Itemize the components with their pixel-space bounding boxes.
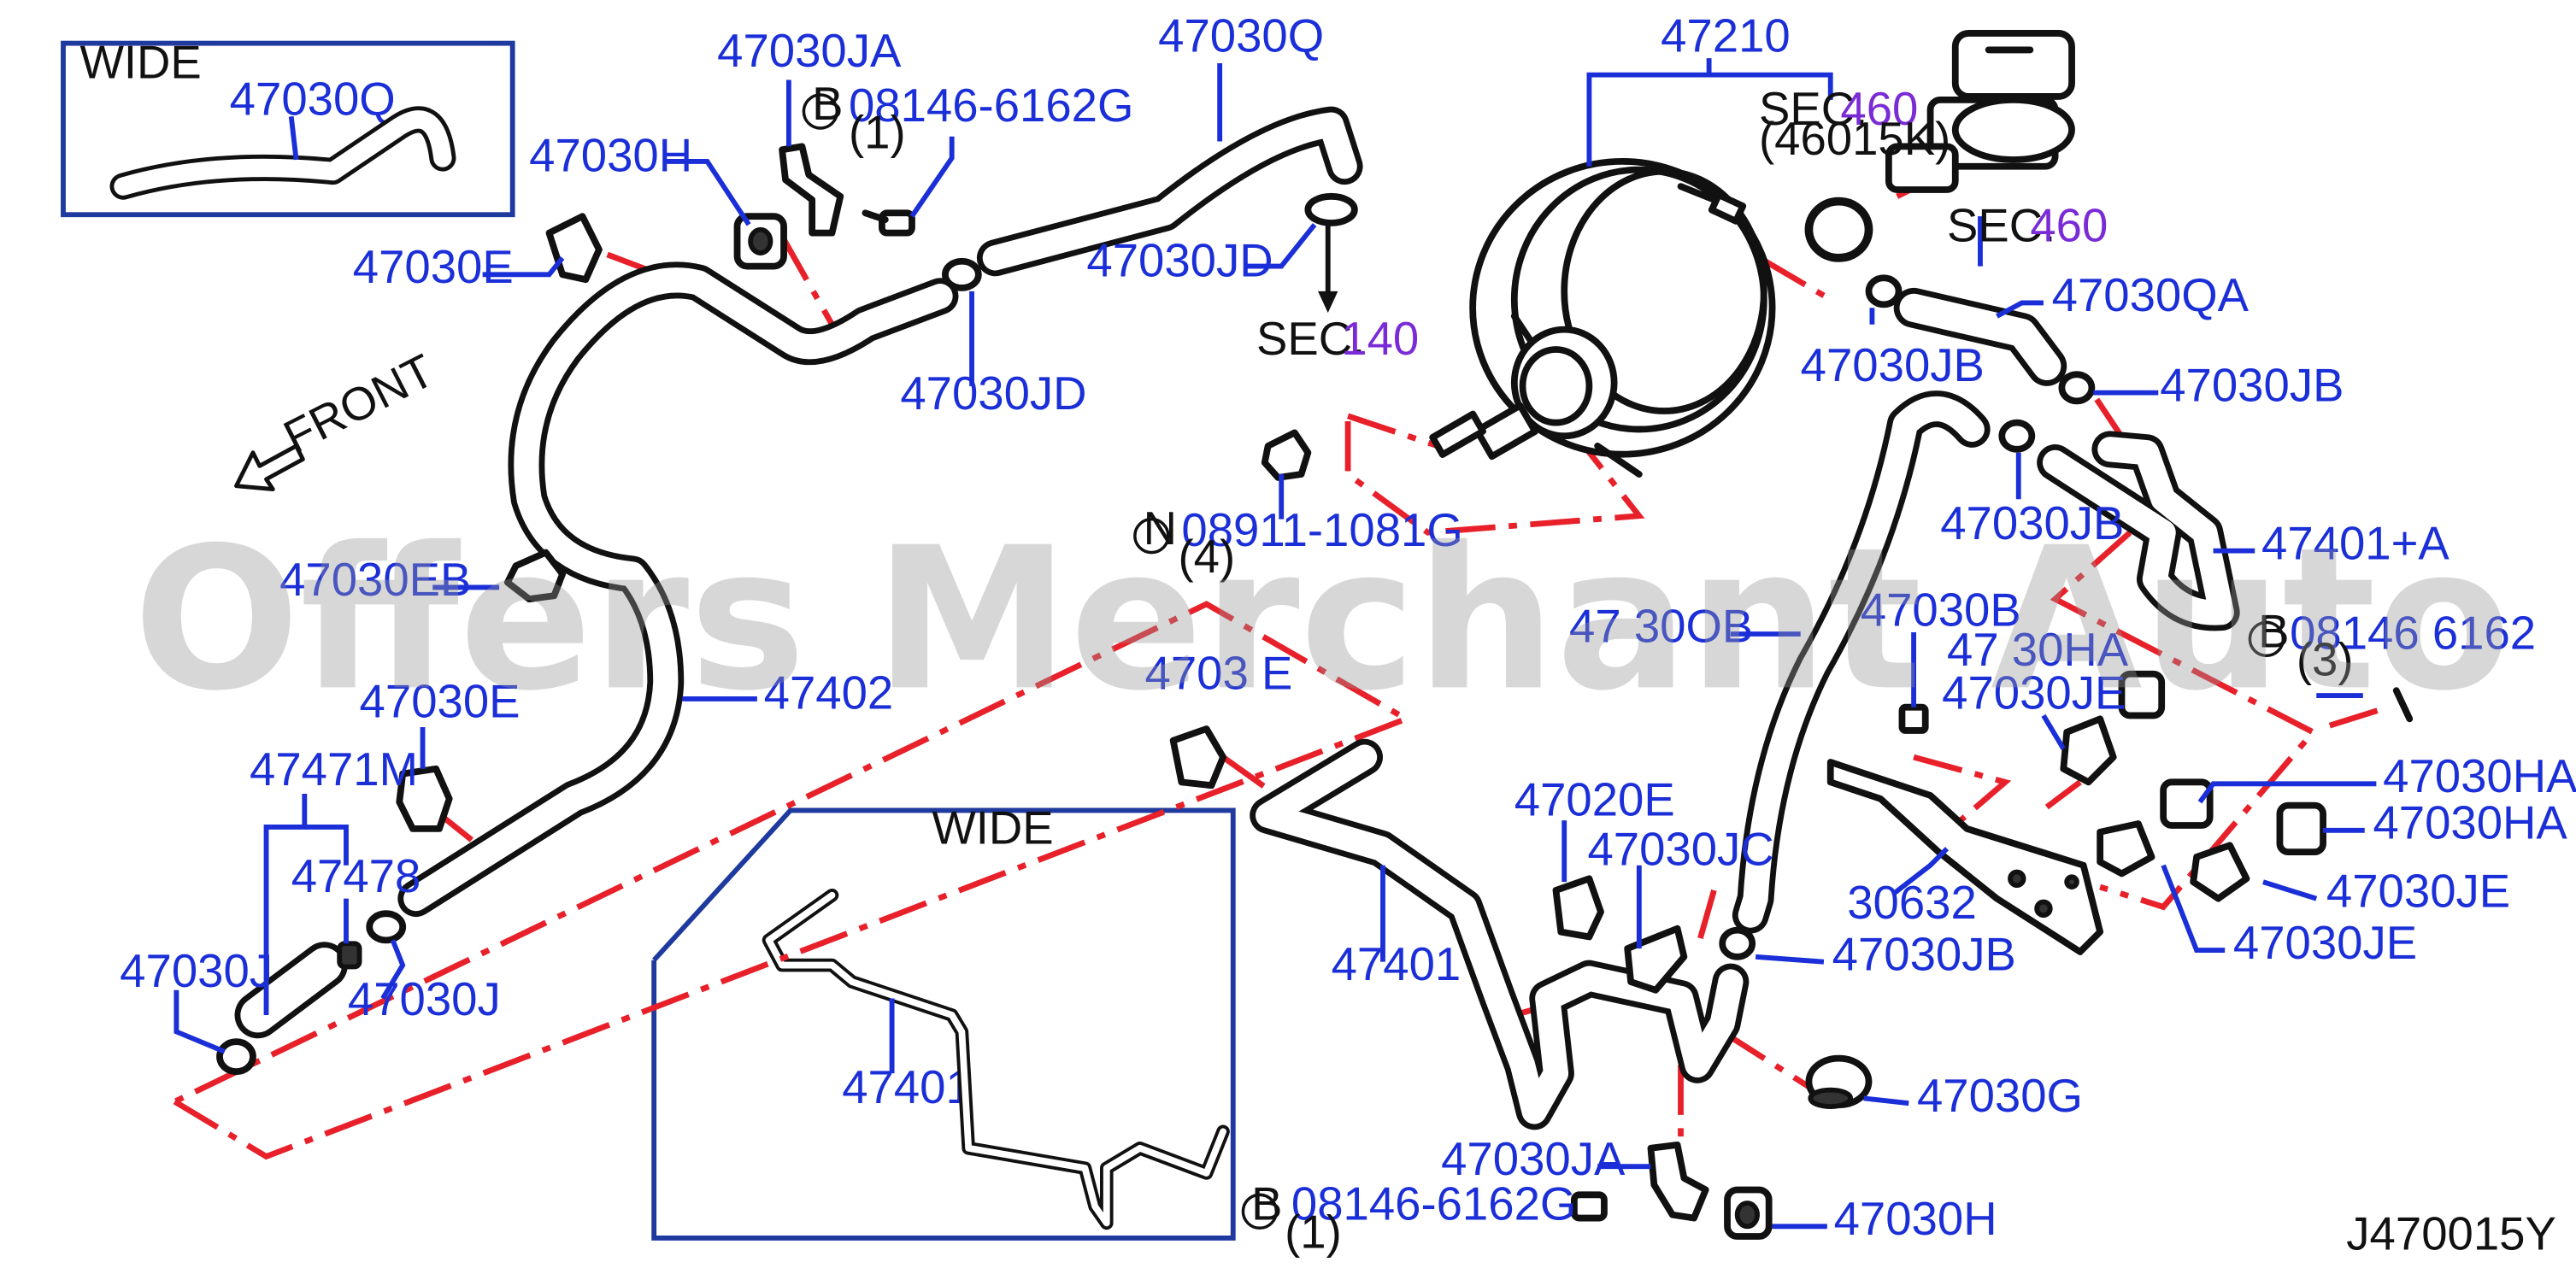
front-label: FRONT	[275, 344, 442, 464]
hose-47030Q	[976, 106, 1363, 277]
part-label[interactable]: 47030JA	[1441, 1133, 1626, 1185]
part-label[interactable]: 47 30OB	[1569, 601, 1753, 653]
reference-lines	[173, 177, 2390, 1160]
inset-title: WIDE	[932, 801, 1053, 854]
part-label[interactable]: 08911-1081G	[1181, 504, 1462, 556]
part-label[interactable]: 30632	[1847, 877, 1977, 929]
part-label[interactable]: 47030JB	[2160, 359, 2344, 411]
section-ref-code: (46015K)	[1759, 113, 1950, 165]
hose-47471M	[234, 942, 348, 1039]
tube-47401	[1250, 738, 1750, 1130]
circle-n-label: N	[1144, 502, 1177, 555]
brake-booster	[1429, 158, 1776, 478]
part-label[interactable]: 4703 E	[1145, 647, 1293, 699]
section-ref-number[interactable]: 460	[1840, 83, 1918, 135]
part-label[interactable]: 47030Q	[230, 73, 396, 125]
part-label[interactable]: 47030JD	[900, 367, 1086, 420]
tube-47401A	[2037, 431, 2240, 631]
part-label[interactable]: 47030JE	[1942, 667, 2126, 719]
part-label[interactable]: 47030QA	[2052, 269, 2250, 321]
part-label[interactable]: 47030JE	[2233, 917, 2417, 969]
quantity-label: (1)	[849, 106, 906, 158]
part-label[interactable]: 47030HA	[2383, 750, 2576, 802]
diagram-code: J470015Y	[2346, 1208, 2556, 1260]
part-label[interactable]: 47030Q	[1158, 9, 1324, 62]
part-label[interactable]: 47478	[291, 850, 421, 902]
part-label[interactable]: 47030J	[120, 945, 273, 997]
part-label[interactable]: 47030G	[1917, 1070, 2083, 1122]
watermark: Offers Merchant Auto Parts Catalog PARTS…	[133, 506, 2576, 734]
part-label[interactable]: 47030H	[529, 130, 692, 182]
part-label[interactable]: 47030JB	[1940, 497, 2124, 549]
part-label[interactable]: 47401	[842, 1061, 972, 1113]
part-label[interactable]: 47030HA	[2373, 797, 2567, 849]
quantity-label: (4)	[1178, 531, 1235, 583]
arrow-down-icon	[1318, 291, 1338, 314]
part-labels: 47030JA 47030H 47030E 08146-6162G (1) 47…	[120, 9, 2576, 1259]
bracket-30632	[1826, 759, 2104, 955]
front-arrow-icon	[234, 443, 305, 492]
part-label[interactable]: 47402	[764, 667, 894, 719]
brake-tube-47402	[397, 261, 959, 918]
section-ref-number[interactable]: 460	[2030, 199, 2108, 251]
part-label[interactable]: 47030JB	[1832, 928, 2016, 980]
small-parts	[216, 143, 2414, 1240]
part-label[interactable]: 47030JA	[717, 25, 902, 77]
part-label[interactable]: 47030E	[360, 675, 520, 727]
circle-b-label: B	[2258, 606, 2289, 658]
section-ref-label: SEC.	[1947, 199, 2056, 251]
hose-47030QA	[1893, 287, 2067, 386]
inset-title: WIDE	[79, 37, 201, 89]
section-ref-label: SEC.	[1759, 83, 1867, 135]
part-label[interactable]: 47471M	[250, 743, 418, 795]
part-label[interactable]: 47030H	[1834, 1193, 1997, 1245]
part-label[interactable]: 47030J	[348, 973, 501, 1025]
part-label[interactable]: 47 30HA	[1947, 624, 2129, 676]
quantity-label: (3)	[2297, 634, 2354, 686]
callout-circles: B N B B	[802, 78, 2289, 1230]
circle-b-label: B	[812, 78, 843, 130]
hose-47030OB	[1732, 390, 1991, 934]
part-label[interactable]: 08146 6162	[2290, 608, 2536, 660]
part-label[interactable]: 47210	[1661, 9, 1791, 62]
inset-wide-pipe: WIDE 47401	[651, 801, 1236, 1241]
inset-wide-hose: WIDE 47030Q	[61, 37, 515, 218]
part-label[interactable]: 47401+A	[2261, 517, 2450, 569]
part-label[interactable]: 47030EB	[279, 554, 471, 606]
leader-lines	[173, 58, 2377, 1230]
part-label[interactable]: 47030E	[353, 241, 514, 293]
part-label[interactable]: 47030JE	[2326, 865, 2510, 917]
section-ref-label: SEC.	[1256, 313, 1365, 365]
part-label[interactable]: 47030JB	[1801, 339, 1985, 391]
section-ref-number[interactable]: 140	[1341, 313, 1419, 365]
part-label[interactable]: 08146-6162G	[1291, 1178, 1576, 1230]
circle-b-label: B	[1251, 1178, 1282, 1230]
quantity-label: (1)	[1285, 1206, 1342, 1259]
part-label[interactable]: 47030JD	[1086, 234, 1273, 286]
part-label[interactable]: 47401	[1332, 938, 1461, 990]
master-cylinder	[1804, 30, 2075, 262]
part-label[interactable]: 47030JC	[1587, 824, 1773, 876]
part-label[interactable]: 08146-6162G	[849, 79, 1133, 132]
part-label[interactable]: 47020E	[1514, 773, 1675, 825]
part-label[interactable]: 47030B	[1861, 584, 2021, 636]
